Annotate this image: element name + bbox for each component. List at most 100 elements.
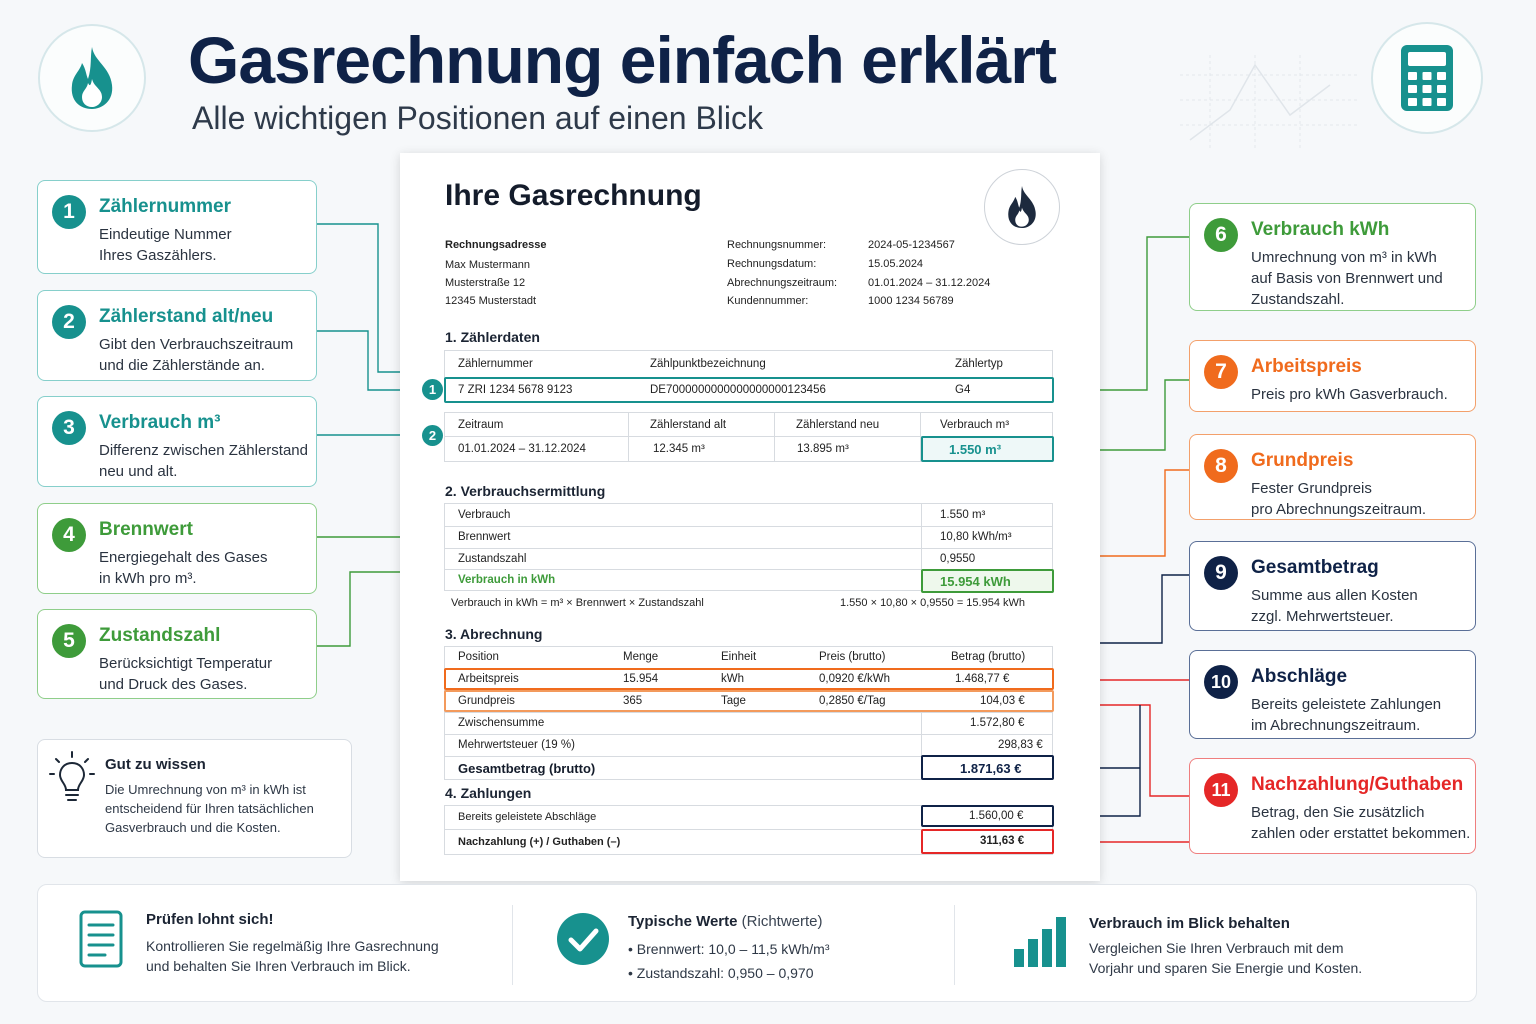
meta-label: Rechnungsdatum: xyxy=(727,258,817,270)
calculator-icon xyxy=(1401,45,1453,111)
callout-description: Umrechnung von m³ in kWh auf Basis von B… xyxy=(1251,249,1443,308)
meta-value: 1000 1234 56789 xyxy=(868,295,954,307)
flame-logo xyxy=(38,24,146,132)
meta-value: 15.05.2024 xyxy=(868,258,924,270)
calc-label: Brennwert xyxy=(458,531,511,543)
bar-chart-icon xyxy=(1014,917,1066,967)
total-value: 1.871,63 € xyxy=(960,761,1022,776)
invoice-logo xyxy=(984,169,1060,245)
calc-label: Verbrauch xyxy=(458,509,511,521)
table-cell: 0,0920 €/kWh xyxy=(819,673,890,685)
column-header: Zählernummer xyxy=(458,358,533,370)
typical-item: • Brennwert: 10,0 – 11,5 kWh/m³ xyxy=(628,941,830,957)
meta-value: 01.01.2024 – 31.12.2024 xyxy=(868,277,991,289)
typical-title-text: Typische Werte xyxy=(628,913,738,930)
callout-abschlaege: 10 Abschläge Bereits geleistete Zahlunge… xyxy=(1189,650,1476,739)
table-cell: 365 xyxy=(623,695,643,707)
callout-brennwert: 4 Brennwert Energiegehalt des Gases in k… xyxy=(37,503,317,594)
callout-title: Abschläge xyxy=(1251,666,1348,687)
column-header: Zeitraum xyxy=(458,419,504,431)
column-header: Menge xyxy=(623,651,659,663)
total-highlight: 1.871,63 € xyxy=(921,755,1054,780)
formula-value: 1.550 × 10,80 × 0,9550 = 15.954 kWh xyxy=(840,597,1026,609)
usage-title: Verbrauch im Blick behalten xyxy=(1089,915,1290,932)
marker-2: 2 xyxy=(422,425,443,446)
check-title: Prüfen lohnt sich! xyxy=(146,911,274,928)
vat-label: Mehrwertsteuer (19 %) xyxy=(458,739,575,751)
kwh-highlight: 15.954 kWh xyxy=(921,569,1054,593)
checkmark-icon xyxy=(557,913,609,965)
table-cell: 0,2850 €/Tag xyxy=(819,695,886,707)
callout-verbrauch-m3: 3 Verbrauch m³ Differenz zwischen Zähler… xyxy=(37,396,317,487)
flame-icon xyxy=(1008,185,1036,229)
balance-label: Nachzahlung (+) / Guthaben (–) xyxy=(458,836,621,848)
callout-description: Eindeutige Nummer Ihres Gaszählers. xyxy=(99,226,232,264)
address-label: Rechnungsadresse xyxy=(445,239,547,251)
callout-title: Gesamtbetrag xyxy=(1251,557,1379,578)
table-cell: 1.468,77 € xyxy=(955,673,1010,685)
typical-title-suffix: (Richtwerte) xyxy=(741,913,823,930)
consumption-m3-value: 1.550 m³ xyxy=(949,442,1002,457)
page-title: Gasrechnung einfach erklärt xyxy=(188,23,1057,97)
section-title: 3. Abrechnung xyxy=(445,626,543,642)
subtotal-label: Zwischensumme xyxy=(458,717,545,729)
page-subtitle: Alle wichtigen Positionen auf einen Blic… xyxy=(192,100,763,136)
typical-item-text: Brennwert: 10,0 – 11,5 kWh/m³ xyxy=(636,941,830,957)
callout-number: 1 xyxy=(52,195,86,229)
callout-description: Gibt den Verbrauchszeitraum und die Zähl… xyxy=(99,336,294,374)
callout-title: Verbrauch m³ xyxy=(99,412,221,433)
callout-number: 9 xyxy=(1204,556,1238,590)
section-title: 2. Verbrauchsermittlung xyxy=(445,483,606,499)
callout-number: 10 xyxy=(1204,665,1238,699)
calculator-logo xyxy=(1371,22,1483,134)
arbeitspreis-row: Arbeitspreis 15.954 kWh 0,0920 €/kWh 1.4… xyxy=(444,668,1054,690)
meta-label: Kundennummer: xyxy=(727,295,809,307)
reading-old-value: 12.345 m³ xyxy=(653,443,705,455)
decorative-sketch xyxy=(1180,55,1360,150)
bottom-info-bar: Prüfen lohnt sich! Kontrollieren Sie reg… xyxy=(37,884,1477,1002)
callout-description: Differenz zwischen Zählerstand neu und a… xyxy=(99,442,308,480)
meter-point-value: DE7000000000000000000123456 xyxy=(650,384,826,396)
tip-box: Gut zu wissen Die Umrechnung von m³ in k… xyxy=(37,739,352,858)
calc-value: 1.550 m³ xyxy=(940,509,986,521)
callout-description: Preis pro kWh Gasverbrauch. xyxy=(1251,386,1448,403)
column-header: Position xyxy=(458,651,499,663)
callout-grundpreis: 8 Grundpreis Fester Grundpreis pro Abrec… xyxy=(1189,434,1476,520)
tip-text: Die Umrechnung von m³ in kWh ist entsche… xyxy=(105,782,314,835)
meta-label: Abrechnungszeitraum: xyxy=(727,277,838,289)
callout-title: Brennwert xyxy=(99,519,193,540)
callout-zaehlernummer: 1 Zählernummer Eindeutige Nummer Ihres G… xyxy=(37,180,317,274)
callout-description: Berücksichtigt Temperatur und Druck des … xyxy=(99,655,273,693)
callout-nachzahlung: 11 Nachzahlung/Guthaben Betrag, den Sie … xyxy=(1189,758,1476,854)
callout-title: Grundpreis xyxy=(1251,450,1354,471)
column-header: Zählpunktbezeichnung xyxy=(650,358,766,370)
calc-label: Zustandszahl xyxy=(458,553,527,565)
period-value: 01.01.2024 – 31.12.2024 xyxy=(458,443,586,455)
callout-number: 6 xyxy=(1204,218,1238,252)
callout-description: Betrag, den Sie zusätzlich zahlen oder e… xyxy=(1251,804,1471,842)
column-header: Einheit xyxy=(721,651,757,663)
callout-zustandszahl: 5 Zustandszahl Berücksichtigt Temperatur… xyxy=(37,609,317,699)
callout-number: 2 xyxy=(52,305,86,339)
typical-item: • Zustandszahl: 0,950 – 0,970 xyxy=(628,965,814,981)
callout-number: 4 xyxy=(52,518,86,552)
marker-1: 1 xyxy=(422,379,443,400)
callout-number: 11 xyxy=(1204,773,1238,807)
kwh-value: 15.954 kWh xyxy=(940,574,1011,589)
reading-new-value: 13.895 m³ xyxy=(797,443,849,455)
callout-description: Bereits geleistete Zahlungen im Abrechnu… xyxy=(1251,696,1442,734)
calc-label: Verbrauch in kWh xyxy=(458,574,556,586)
column-header: Zählerstand neu xyxy=(796,419,880,431)
callout-title: Arbeitspreis xyxy=(1251,356,1362,377)
address-line: 12345 Musterstadt xyxy=(445,295,537,307)
table-cell: 104,03 € xyxy=(980,695,1025,707)
meter-number-value: 7 ZRI 1234 5678 9123 xyxy=(458,384,573,396)
calc-value: 10,80 kWh/m³ xyxy=(940,531,1012,543)
formula-label: Verbrauch in kWh = m³ × Brennwert × Zust… xyxy=(451,597,704,609)
callout-title: Zustandszahl xyxy=(99,625,221,646)
callout-title: Nachzahlung/Guthaben xyxy=(1251,774,1464,795)
callout-description: Energiegehalt des Gases in kWh pro m³. xyxy=(99,549,268,587)
column-header: Verbrauch m³ xyxy=(940,419,1010,431)
meter-row-highlight: 7 ZRI 1234 5678 9123 DE70000000000000000… xyxy=(444,377,1054,403)
callout-zaehlerstand: 2 Zählerstand alt/neu Gibt den Verbrauch… xyxy=(37,290,317,381)
